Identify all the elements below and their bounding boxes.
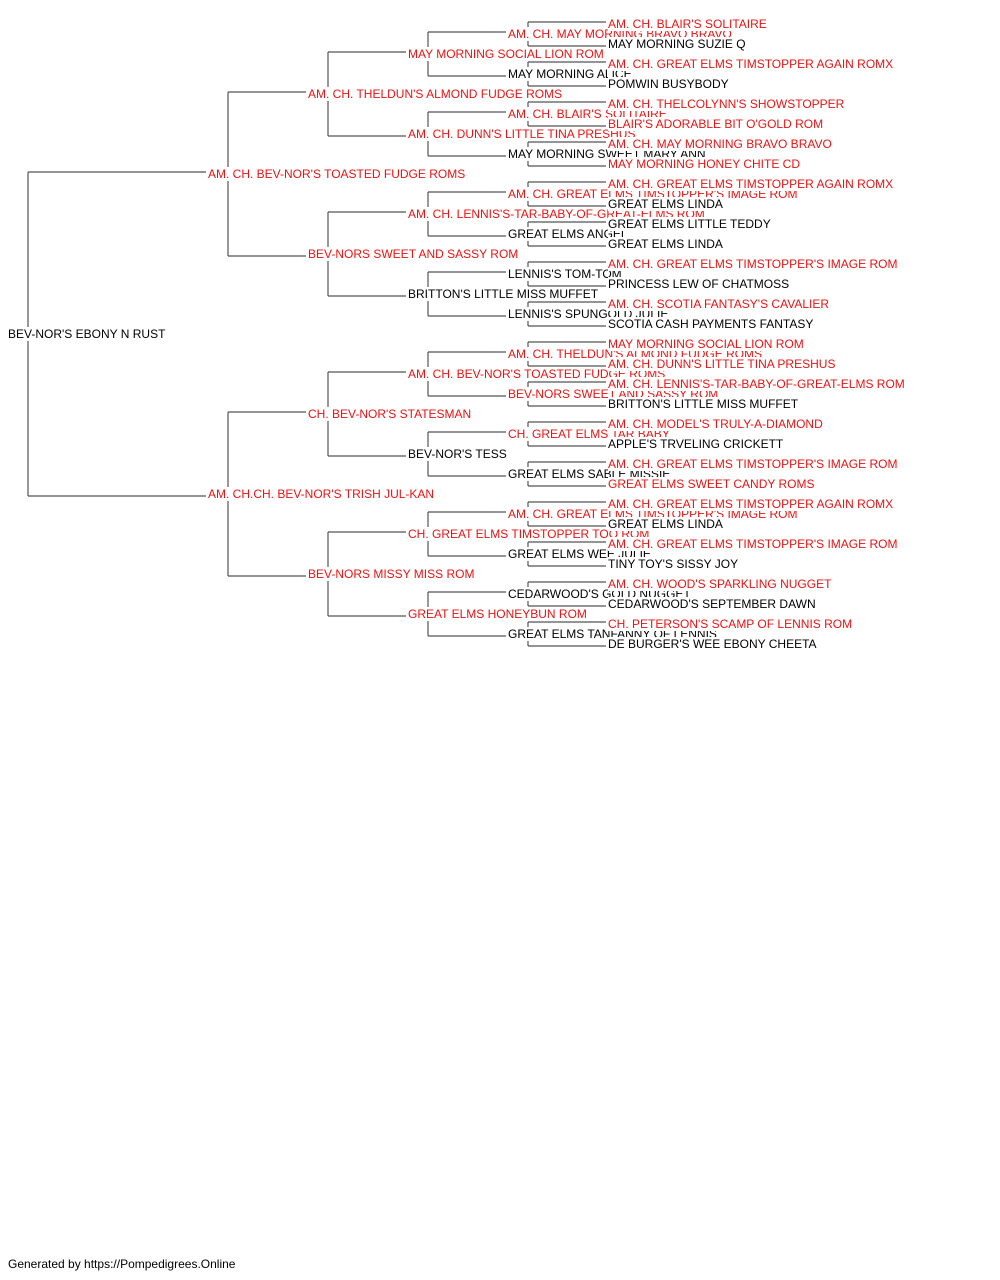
ancestor-gen3-name: BRITTON'S LITTLE MISS MUFFET bbox=[408, 287, 600, 301]
ancestor-gen3-name: AM. CH. BEV-NOR'S TOASTED FUDGE ROMS bbox=[408, 367, 667, 381]
ancestor-gen5-name: AM. CH. MODEL'S TRULY-A-DIAMOND bbox=[608, 417, 824, 431]
ancestor-gen4-name: GREAT ELMS ANGEL bbox=[508, 227, 629, 241]
ancestor-gen5-name: GREAT ELMS LINDA bbox=[608, 237, 724, 251]
ancestor-gen5-name: CEDARWOOD'S SEPTEMBER DAWN bbox=[608, 597, 817, 611]
ancestor-gen5-name: AM. CH. LENNIS'S-TAR-BABY-OF-GREAT-ELMS … bbox=[608, 377, 906, 391]
ancestor-gen5-name: AM. CH. MAY MORNING BRAVO BRAVO bbox=[608, 137, 833, 151]
ancestor-gen5-name: GREAT ELMS LINDA bbox=[608, 517, 724, 531]
ancestor-gen2-name: CH. BEV-NOR'S STATESMAN bbox=[308, 407, 473, 421]
ancestor-gen5-name: AM. CH. GREAT ELMS TIMSTOPPER'S IMAGE RO… bbox=[608, 257, 899, 271]
ancestor-gen3-name: AM. CH. DUNN'S LITTLE TINA PRESHUS bbox=[408, 127, 637, 141]
ancestor-gen3-name: GREAT ELMS HONEYBUN ROM bbox=[408, 607, 588, 621]
ancestor-gen5-name: AM. CH. GREAT ELMS TIMSTOPPER'S IMAGE RO… bbox=[608, 457, 899, 471]
ancestor-gen5-name: AM. CH. GREAT ELMS TIMSTOPPER AGAIN ROMX bbox=[608, 497, 895, 511]
ancestor-gen2-name: BEV-NORS MISSY MISS ROM bbox=[308, 567, 476, 581]
ancestor-gen1-name: AM. CH. BEV-NOR'S TOASTED FUDGE ROMS bbox=[208, 167, 467, 181]
ancestor-gen5-name: BRITTON'S LITTLE MISS MUFFET bbox=[608, 397, 800, 411]
ancestor-gen5-name: AM. CH. GREAT ELMS TIMSTOPPER'S IMAGE RO… bbox=[608, 537, 899, 551]
ancestor-gen5-name: AM. CH. GREAT ELMS TIMSTOPPER AGAIN ROMX bbox=[608, 177, 895, 191]
ancestor-gen5-name: PRINCESS LEW OF CHATMOSS bbox=[608, 277, 791, 291]
ancestor-gen5-name: TINY TOY'S SISSY JOY bbox=[608, 557, 740, 571]
ancestor-gen5-name: GREAT ELMS SWEET CANDY ROMS bbox=[608, 477, 816, 491]
ancestor-gen5-name: MAY MORNING SUZIE Q bbox=[608, 37, 747, 51]
ancestor-gen5-name: GREAT ELMS LITTLE TEDDY bbox=[608, 217, 772, 231]
ancestor-gen5-name: AM. CH. BLAIR'S SOLITAIRE bbox=[608, 17, 768, 31]
ancestor-gen3-name: BEV-NOR'S TESS bbox=[408, 447, 508, 461]
ancestor-gen5-name: POMWIN BUSYBODY bbox=[608, 77, 730, 91]
ancestor-gen5-name: AM. CH. GREAT ELMS TIMSTOPPER AGAIN ROMX bbox=[608, 57, 895, 71]
ancestor-gen1-name: AM. CH.CH. BEV-NOR'S TRISH JUL-KAN bbox=[208, 487, 436, 501]
subject-dog-name: BEV-NOR'S EBONY N RUST bbox=[8, 327, 167, 341]
ancestor-gen2-name: AM. CH. THELDUN'S ALMOND FUDGE ROMS bbox=[308, 87, 564, 101]
footer-credit: Generated by https://Pompedigrees.Online bbox=[8, 1257, 236, 1271]
ancestor-gen2-name: BEV-NORS SWEET AND SASSY ROM bbox=[308, 247, 520, 261]
ancestor-gen4-name: LENNIS'S TOM-TOM bbox=[508, 267, 623, 281]
ancestor-gen5-name: MAY MORNING HONEY CHITE CD bbox=[608, 157, 802, 171]
ancestor-gen5-name: BLAIR'S ADORABLE BIT O'GOLD ROM bbox=[608, 117, 825, 131]
ancestor-gen5-name: AM. CH. SCOTIA FANTASY'S CAVALIER bbox=[608, 297, 831, 311]
ancestor-gen5-name: GREAT ELMS LINDA bbox=[608, 197, 724, 211]
ancestor-gen3-name: CH. GREAT ELMS TIMSTOPPER TOO ROM bbox=[408, 527, 651, 541]
ancestor-gen5-name: AM. CH. WOOD'S SPARKLING NUGGET bbox=[608, 577, 833, 591]
ancestor-gen5-name: DE BURGER'S WEE EBONY CHEETA bbox=[608, 637, 818, 651]
ancestor-gen4-name: MAY MORNING ALICE bbox=[508, 67, 633, 81]
ancestor-gen5-name: AM. CH. DUNN'S LITTLE TINA PRESHUS bbox=[608, 357, 837, 371]
ancestor-gen5-name: AM. CH. THELCOLYNN'S SHOWSTOPPER bbox=[608, 97, 846, 111]
ancestor-gen5-name: MAY MORNING SOCIAL LION ROM bbox=[608, 337, 805, 351]
ancestor-gen5-name: SCOTIA CASH PAYMENTS FANTASY bbox=[608, 317, 815, 331]
ancestor-gen5-name: CH. PETERSON'S SCAMP OF LENNIS ROM bbox=[608, 617, 854, 631]
ancestor-gen5-name: APPLE'S TRVELING CRICKETT bbox=[608, 437, 785, 451]
ancestor-gen3-name: MAY MORNING SOCIAL LION ROM bbox=[408, 47, 605, 61]
